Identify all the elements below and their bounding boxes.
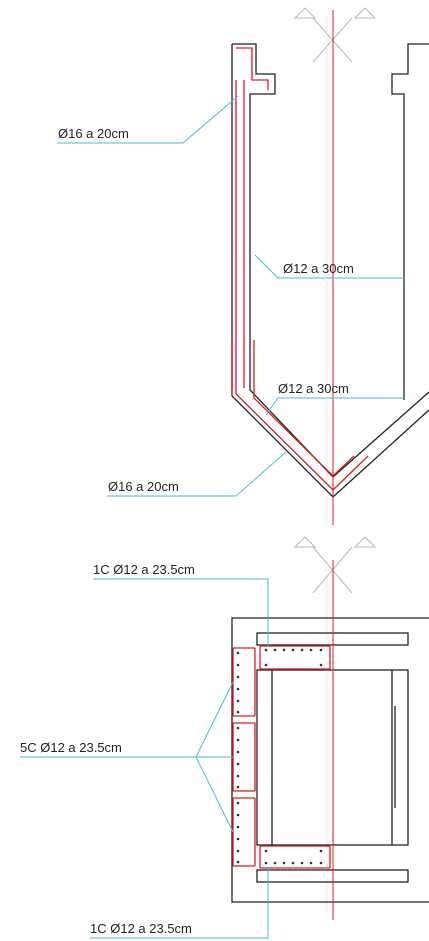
leader-side-stirrups: [20, 681, 234, 833]
label-top-wall: Ø16 a 20cm: [58, 126, 129, 141]
section-leaders: [57, 95, 404, 497]
inner-rebar-line: [253, 340, 355, 477]
label-outer-slope: Ø16 a 20cm: [108, 479, 179, 494]
leader-inner-slope: [265, 397, 404, 416]
label-top-stirrup: 1C Ø12 a 23.5cm: [93, 562, 195, 577]
side-stirrup-1: [232, 647, 256, 717]
section-rebar: [231, 47, 369, 491]
leader-top-stirrup: [93, 578, 269, 646]
leader-inner-wall: [254, 254, 404, 279]
side-stirrup-3: [232, 797, 256, 867]
right-wall-outline: [391, 43, 429, 400]
side-stirrup-2: [232, 722, 256, 792]
bottom-stirrup: [259, 845, 331, 869]
plan-bar-dots: [236, 648, 323, 865]
plan-view-symbol: [293, 536, 377, 594]
section-view: Ø16 a 20cm Ø12 a 30cm Ø12 a 30cm Ø16 a 2…: [57, 7, 429, 525]
label-inner-slope: Ø12 a 30cm: [278, 381, 349, 396]
section-view-symbol: [293, 7, 377, 63]
plan-view: 1C Ø12 a 23.5cm 5C Ø12 a 23.5cm 1C Ø12 a…: [20, 536, 429, 939]
leader-outer-slope: [107, 450, 288, 497]
leader-top-wall: [57, 95, 239, 144]
plan-stirrups: [232, 645, 331, 869]
top-stirrup: [259, 645, 331, 670]
label-inner-wall: Ø12 a 30cm: [283, 261, 354, 276]
label-side-stirrups: 5C Ø12 a 23.5cm: [20, 740, 122, 755]
leader-bottom-stirrup: [90, 868, 269, 939]
plan-leaders: [20, 578, 269, 939]
outer-frame: [231, 617, 429, 903]
outer-vertical-bar: [236, 47, 269, 90]
outer-rebar-line: [235, 80, 369, 491]
label-bottom-stirrup: 1C Ø12 a 23.5cm: [90, 921, 192, 936]
